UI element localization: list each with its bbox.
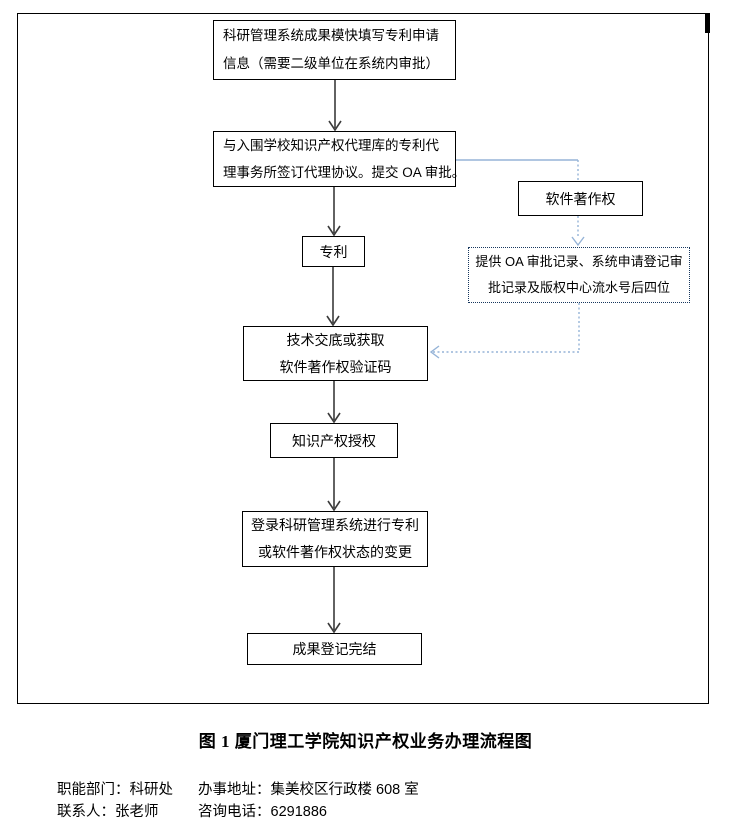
flow-node-software-copyright: 软件著作权 (518, 181, 643, 216)
flow-node-agency-agreement: 与入围学校知识产权代理库的专利代 理事务所签订代理协议。提交 OA 审批。 (213, 131, 465, 187)
arrow-tech-to-auth (327, 381, 341, 424)
branch-provide-to-tech (429, 303, 580, 359)
flow-node-provide-records: 提供 OA 审批记录、系统申请登记审 批记录及版权中心流水号后四位 (468, 247, 690, 303)
arrow-apply-to-agency (328, 80, 342, 132)
arrow-patent-to-tech (326, 267, 340, 327)
flow-node-tech-disclosure: 技术交底或获取 软件著作权验证码 (243, 326, 428, 381)
branch-agency-to-software (456, 159, 579, 180)
figure-caption: 图 1 厦门理工学院知识产权业务办理流程图 (198, 732, 533, 751)
flow-node-apply-info: 科研管理系统成果模快填写专利申请 信息（需要二级单位在系统内审批） (213, 20, 456, 80)
frame-corner-mark (705, 13, 710, 33)
branch-software-to-provide (571, 216, 585, 247)
arrow-login-to-complete (327, 567, 341, 634)
flow-node-patent: 专利 (302, 236, 365, 267)
arrow-agency-to-patent (327, 187, 341, 237)
contact-address: 办事地址：集美校区行政楼 608 室 (198, 782, 419, 798)
contact-phone: 咨询电话：6291886 (198, 804, 327, 820)
flow-node-ip-authorization: 知识产权授权 (270, 423, 398, 458)
arrow-auth-to-login (327, 458, 341, 512)
contact-department: 职能部门：科研处 (57, 782, 173, 798)
flow-node-status-change: 登录科研管理系统进行专利 或软件著作权状态的变更 (242, 511, 428, 567)
contact-person: 联系人：张老师 (57, 804, 159, 820)
flow-node-registration-complete: 成果登记完结 (247, 633, 422, 665)
